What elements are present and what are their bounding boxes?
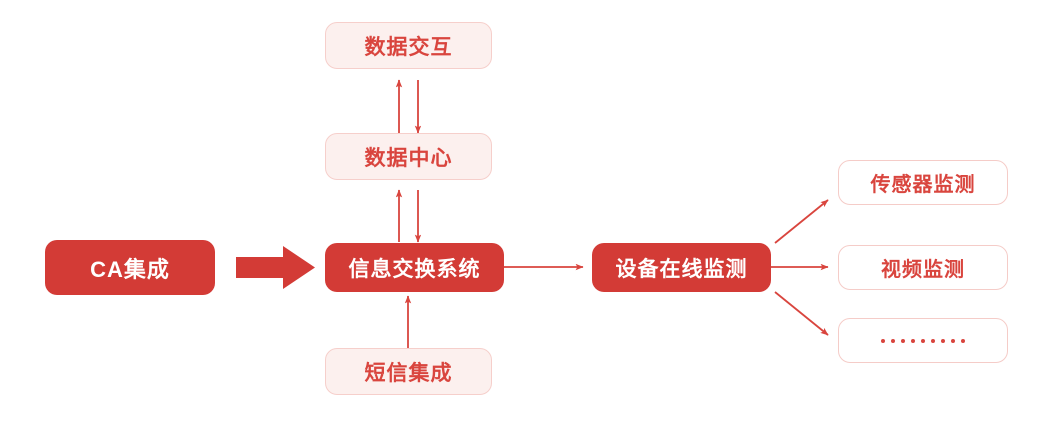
ellipsis-dot	[961, 338, 965, 343]
node-ca-integration[interactable]: CA集成	[45, 240, 215, 295]
ellipsis-dot	[951, 338, 955, 343]
node-sms-integration[interactable]: 短信集成	[325, 348, 492, 395]
node-ca-integration-label: CA集成	[90, 256, 170, 282]
node-data-exchange[interactable]: 数据交互	[325, 22, 492, 69]
node-device-online-monitoring-label: 设备在线监测	[615, 257, 748, 281]
node-sms-integration-label: 短信集成	[364, 361, 453, 385]
ellipsis-icon	[881, 338, 965, 343]
node-data-exchange-label: 数据交互	[364, 35, 453, 59]
ellipsis-dot	[901, 338, 905, 343]
ellipsis-dot	[881, 338, 885, 343]
connector-device-to-more	[774, 291, 829, 336]
node-video-monitoring-label: 视频监测	[881, 259, 965, 281]
node-data-center[interactable]: 数据中心	[325, 133, 492, 180]
node-info-exchange-system[interactable]: 信息交换系统	[325, 243, 504, 292]
node-video-monitoring[interactable]: 视频监测	[838, 245, 1008, 290]
ellipsis-dot	[941, 338, 945, 343]
ellipsis-dot	[931, 338, 935, 343]
connector-ca-to-info-exchange	[236, 246, 315, 289]
node-info-exchange-system-label: 信息交换系统	[348, 257, 481, 281]
connector-device-to-sensor	[774, 199, 829, 244]
ellipsis-dot	[921, 338, 925, 343]
node-sensor-monitoring[interactable]: 传感器监测	[838, 160, 1008, 205]
node-data-center-label: 数据中心	[364, 146, 453, 170]
ellipsis-dot	[891, 338, 895, 343]
node-device-online-monitoring[interactable]: 设备在线监测	[592, 243, 771, 292]
connector-info-exchange-to-data-center	[395, 189, 422, 243]
ellipsis-dot	[911, 338, 915, 343]
node-sensor-monitoring-label: 传感器监测	[870, 174, 976, 196]
connector-data-center-to-data-exchange	[395, 79, 422, 134]
node-more-items[interactable]	[838, 318, 1008, 363]
